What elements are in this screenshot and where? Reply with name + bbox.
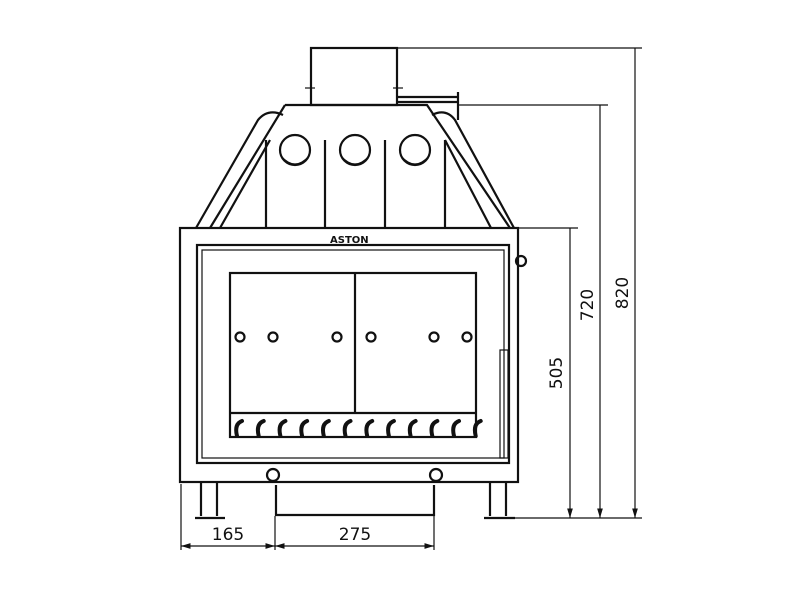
dim-720: 720 xyxy=(578,289,598,321)
knob-icon xyxy=(267,331,279,343)
grate-bar xyxy=(234,419,244,438)
grate-bar xyxy=(429,419,440,438)
handle-knob xyxy=(514,254,528,268)
grate-bars xyxy=(234,419,483,438)
grate-bar xyxy=(299,419,310,438)
grate-bar xyxy=(451,419,461,438)
convection-hood xyxy=(195,103,515,229)
flue-collar xyxy=(305,46,460,120)
door-knobs xyxy=(234,331,473,343)
grate-bar xyxy=(255,419,266,438)
grate-bar xyxy=(342,419,353,438)
ash-drawer xyxy=(265,467,444,517)
grate-bar xyxy=(472,419,483,438)
air-vent-icons xyxy=(278,133,432,167)
grate-bar xyxy=(386,419,396,438)
knob-icon xyxy=(331,331,343,343)
dim-505: 505 xyxy=(547,357,567,389)
knob-icon xyxy=(234,331,246,343)
door-glass xyxy=(228,271,483,439)
grate-bar xyxy=(277,419,288,438)
brand-logo: ASTON xyxy=(330,235,369,246)
fireplace-body: ASTON xyxy=(178,226,528,484)
vertical-dimensions: 505 720 820 xyxy=(397,47,642,519)
door-hinge xyxy=(499,349,509,459)
grate-bar xyxy=(364,419,375,438)
dim-820: 820 xyxy=(613,277,633,309)
grate-bar xyxy=(407,419,418,438)
horizontal-dimensions: 165 275 xyxy=(180,484,435,550)
knob-icon xyxy=(461,331,473,343)
dim-165: 165 xyxy=(212,525,244,545)
dim-275: 275 xyxy=(339,525,371,545)
legs xyxy=(195,482,515,520)
knob-icon xyxy=(365,331,377,343)
knob-icon xyxy=(428,331,440,343)
grate-bar xyxy=(320,419,331,438)
